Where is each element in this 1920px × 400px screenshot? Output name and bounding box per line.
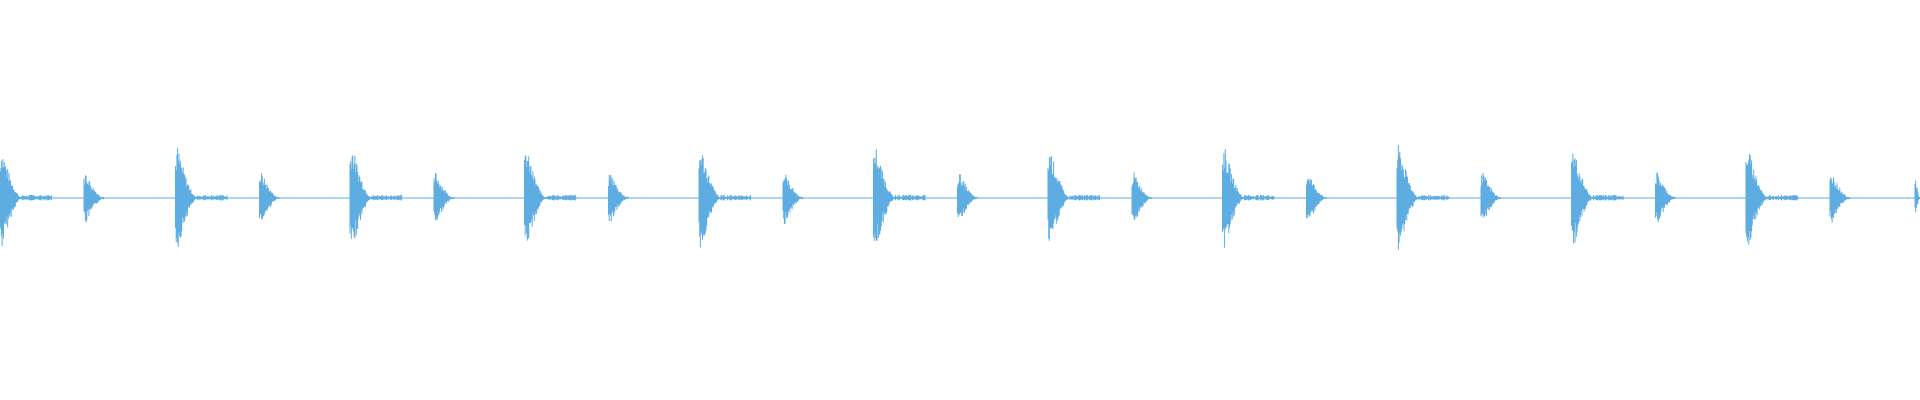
strong-hit-1-trace [0, 159, 23, 246]
strong-hit-8-trace [1222, 149, 1245, 248]
strong-hit-10 [1571, 153, 1594, 244]
weak-hit-9 [1480, 172, 1502, 218]
weak-hit-10 [1655, 172, 1676, 223]
weak-hit-8-trace [1306, 178, 1327, 219]
strong-hit-tail-5 [720, 194, 752, 201]
weak-hit-10-trace [1655, 172, 1676, 223]
strong-hit-11 [1745, 154, 1769, 245]
strong-hit-5-trace [698, 155, 722, 248]
weak-hit-4 [608, 174, 629, 222]
weak-hit-5-trace [782, 174, 804, 224]
strong-hit-7-trace [1047, 156, 1071, 241]
weak-hit-8 [1306, 178, 1327, 219]
strong-hit-tail-1 [21, 194, 53, 201]
strong-hit-tail-10 [1593, 194, 1624, 201]
strong-hit-9 [1396, 145, 1420, 250]
weak-hit-11-trace [1829, 177, 1851, 223]
weak-hit-6 [957, 174, 978, 217]
strong-hit-tail-8 [1244, 194, 1275, 201]
weak-hit-2-trace [259, 173, 280, 220]
edge-hit [1914, 180, 1920, 213]
weak-hit-9-trace [1480, 172, 1502, 218]
weak-hit-7 [1131, 172, 1153, 220]
weak-hit-3 [433, 173, 455, 221]
strong-hit-4 [524, 155, 547, 241]
strong-hit-9-trace [1396, 145, 1420, 250]
strong-hit-3 [349, 155, 373, 239]
strong-hit-2-trace [175, 147, 198, 247]
strong-hit-tail-11 [1767, 194, 1799, 201]
strong-hit-7 [1047, 156, 1071, 241]
weak-hit-2 [259, 173, 280, 220]
strong-hit-6-trace [873, 149, 896, 242]
strong-hit-3-trace [349, 155, 373, 239]
strong-hit-tail-6 [895, 194, 926, 201]
strong-hit-tail-7 [1069, 194, 1101, 201]
strong-hit-6 [873, 149, 896, 242]
edge-hit-trace [1914, 180, 1920, 213]
weak-hit-7-trace [1131, 172, 1153, 220]
strong-hit-1 [0, 159, 23, 246]
strong-hit-tail-3 [371, 194, 403, 201]
weak-hit-3-trace [433, 173, 455, 221]
strong-hit-11-trace [1745, 154, 1769, 245]
weak-hit-4-trace [608, 174, 629, 222]
strong-hit-8 [1222, 149, 1245, 248]
strong-hit-tail-9 [1418, 194, 1450, 201]
strong-hit-10-trace [1571, 153, 1594, 244]
strong-hit-2 [175, 147, 198, 247]
waveform-bursts [0, 145, 1920, 250]
weak-hit-5 [782, 174, 804, 224]
strong-hit-5 [698, 155, 722, 248]
weak-hit-11 [1829, 177, 1851, 223]
strong-hit-tail-4 [546, 194, 577, 201]
weak-hit-1 [83, 175, 105, 223]
strong-hit-tail-2 [197, 194, 228, 201]
weak-hit-6-trace [957, 174, 978, 217]
weak-hit-1-trace [83, 175, 105, 223]
strong-hit-4-trace [524, 155, 547, 241]
